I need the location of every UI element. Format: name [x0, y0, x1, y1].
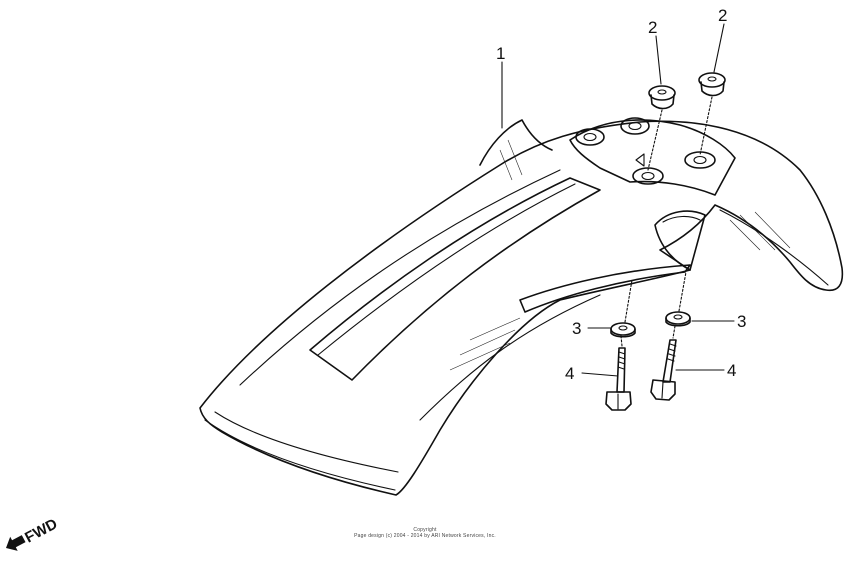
callout-3-left: 3 — [572, 319, 581, 338]
mount-hole-1 — [575, 128, 605, 146]
bolt-right — [650, 325, 677, 401]
fender-outline — [199, 120, 844, 496]
fender-rear-tip — [479, 119, 553, 166]
front-fender — [199, 117, 844, 496]
fender-center-recess — [309, 177, 601, 381]
fender-shading — [449, 139, 791, 371]
fender-front-lip — [204, 419, 396, 491]
callout-2-right: 2 — [718, 6, 727, 25]
washer-right — [665, 271, 691, 327]
mount-hole-3 — [632, 167, 664, 185]
copyright-title: Copyright — [413, 527, 437, 533]
callout-1: 1 — [496, 44, 505, 63]
grommet-right — [698, 72, 726, 156]
leader-lines — [501, 23, 735, 377]
copyright-notice: Page design (c) 2004 - 2014 by ARI Netwo… — [354, 533, 496, 539]
callout-4-left: 4 — [565, 364, 574, 383]
fender-mount-plate — [569, 119, 736, 196]
callout-2-left: 2 — [648, 18, 657, 37]
plate-arrow-mark — [635, 153, 645, 167]
bolt-left — [605, 335, 632, 411]
fwd-arrow-icon — [6, 535, 26, 551]
fender-fork-slot — [654, 210, 706, 271]
callout-4-right: 4 — [727, 361, 736, 380]
leader-2-right — [713, 23, 725, 73]
callout-3-right: 3 — [737, 312, 746, 331]
mount-hole-2 — [620, 117, 650, 135]
washer-left — [610, 279, 636, 338]
fender-side-skirt — [519, 264, 691, 313]
grommet-left — [647, 85, 676, 171]
leader-2-left — [655, 35, 662, 85]
leader-4-left — [581, 372, 619, 377]
mount-hole-4 — [684, 151, 716, 169]
